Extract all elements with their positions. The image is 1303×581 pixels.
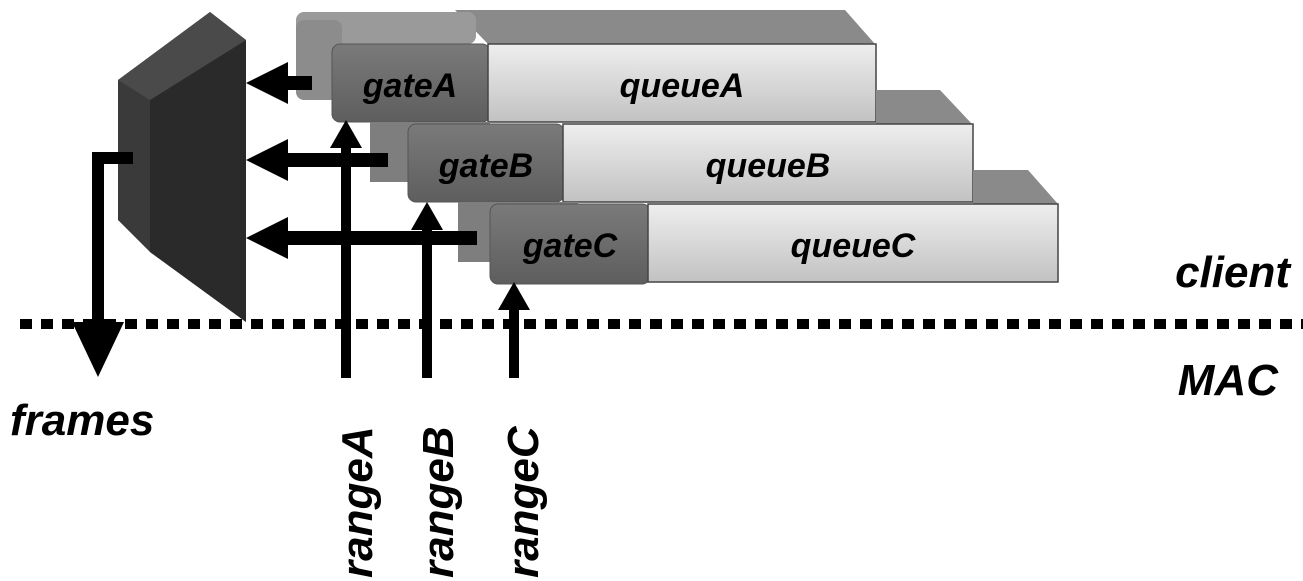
range-c-head [498,282,530,310]
arrow-a-head [246,62,288,104]
gate-b-label: gateB [438,147,533,185]
gate-a-label: gateA [362,67,457,105]
queue-c-label: queueC [791,227,916,265]
gate-c-label: gateC [522,227,618,265]
frames-arrow [72,152,133,377]
range-arrows [330,120,530,378]
queue-a-label: queueA [620,67,745,105]
gate-output-arrows [246,62,477,259]
client-layer-label: client [1175,248,1292,297]
queue-a-box [487,43,877,123]
range-a-head [330,120,362,148]
range-b-head [411,202,443,230]
gate-queue-a: gateA queueA [296,10,877,123]
queue-b-box [562,123,974,203]
range-c-label: rangeC [499,425,548,578]
frames-arrow-head [72,322,124,377]
multiplexer-top [118,12,246,100]
queue-a-top [455,10,875,44]
range-b-label: rangeB [414,426,463,578]
multiplexer-side [150,40,246,322]
mac-layer-label: MAC [1178,356,1279,405]
gate-queue-c: gateC queueC [458,170,1059,285]
frames-label: frames [10,396,154,445]
multiplexer [118,12,246,322]
queue-b-label: queueB [706,147,831,185]
range-a-label: rangeA [333,426,382,578]
queue-c-box [647,203,1059,283]
arrow-c-head [246,217,288,259]
gate-queue-b: gateB queueB [370,90,974,203]
queue-b-top [876,90,972,124]
arrow-b-head [246,139,288,181]
queue-c-top [973,170,1058,204]
frames-arrow-shaft [92,152,133,325]
